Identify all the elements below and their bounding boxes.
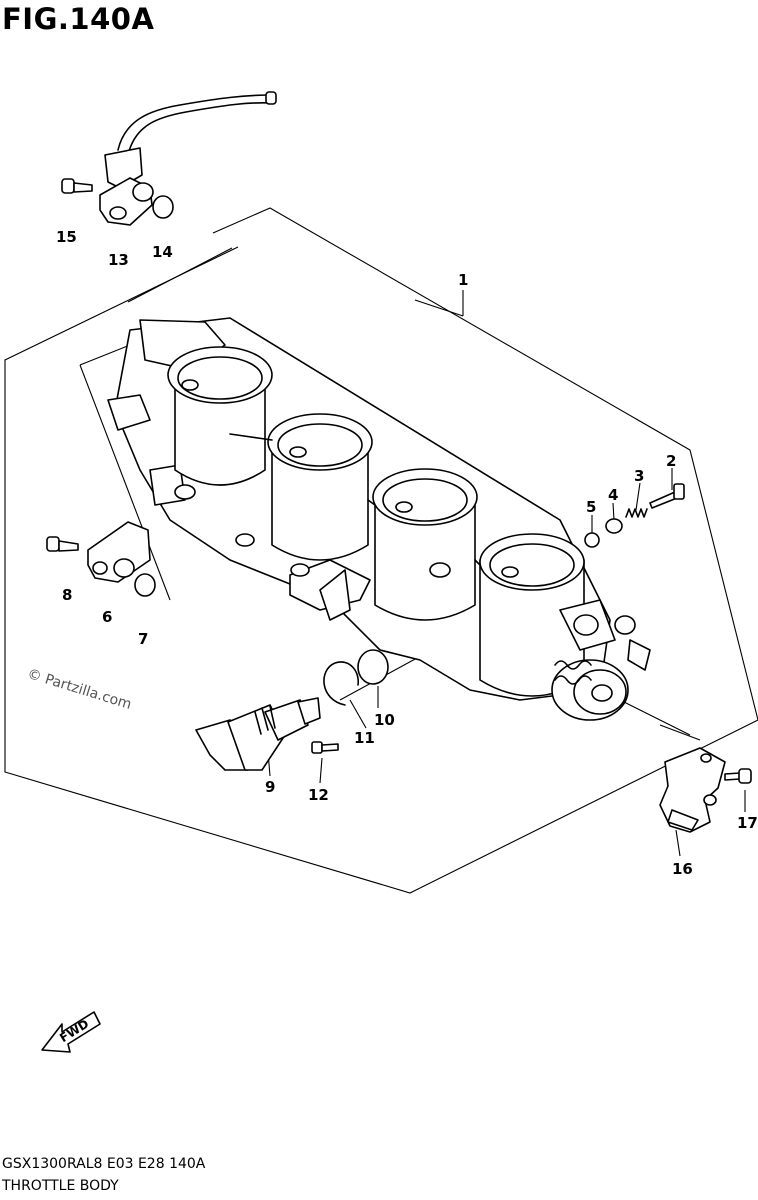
model-code: GSX1300RAL8 E03 E28 140A [2,1156,206,1172]
callout-3: 3 [634,467,644,485]
throttle-body-assembly [107,317,651,721]
callout-13: 13 [108,251,129,269]
callout-17: 17 [737,814,758,832]
part-9-sensor [195,697,321,771]
callout-6: 6 [102,608,112,626]
callout-14: 14 [152,243,173,261]
part-6-sensor [87,521,151,583]
callout-4: 4 [608,486,618,504]
callout-15: 15 [56,228,77,246]
part-2-bolt [649,483,685,509]
part-3-spring [625,508,648,518]
callout-2: 2 [666,452,676,470]
figure-title: FIG.140A [2,2,155,36]
part-11-clip [323,661,360,706]
callout-7: 7 [138,630,148,648]
fwd-arrow-icon: FWD [41,1011,101,1053]
part-15-screw [61,178,93,194]
part-7-o-ring [134,573,156,597]
callout-11: 11 [354,729,375,747]
part-13-sensor [99,91,277,226]
section-name: THROTTLE BODY [2,1178,119,1194]
assembly-boundary [4,207,758,894]
part-17-screw [724,768,752,784]
callout-1: 1 [458,271,468,289]
part-14-o-ring [152,195,174,219]
callout-8: 8 [62,586,72,604]
part-10-o-ring [357,649,389,685]
part-8-screw [46,536,79,552]
callout-12: 12 [308,786,329,804]
callout-10: 10 [374,711,395,729]
callout-5: 5 [586,498,596,516]
part-5-o-ring [584,532,600,548]
callout-16: 16 [672,860,693,878]
part-12-screw [311,741,339,754]
part-4-washer [605,518,623,534]
callout-9: 9 [265,778,275,796]
callout-labels: 1 2 3 4 5 6 7 8 9 10 11 12 13 14 15 16 1… [56,228,758,878]
part-16-bracket [659,747,726,833]
